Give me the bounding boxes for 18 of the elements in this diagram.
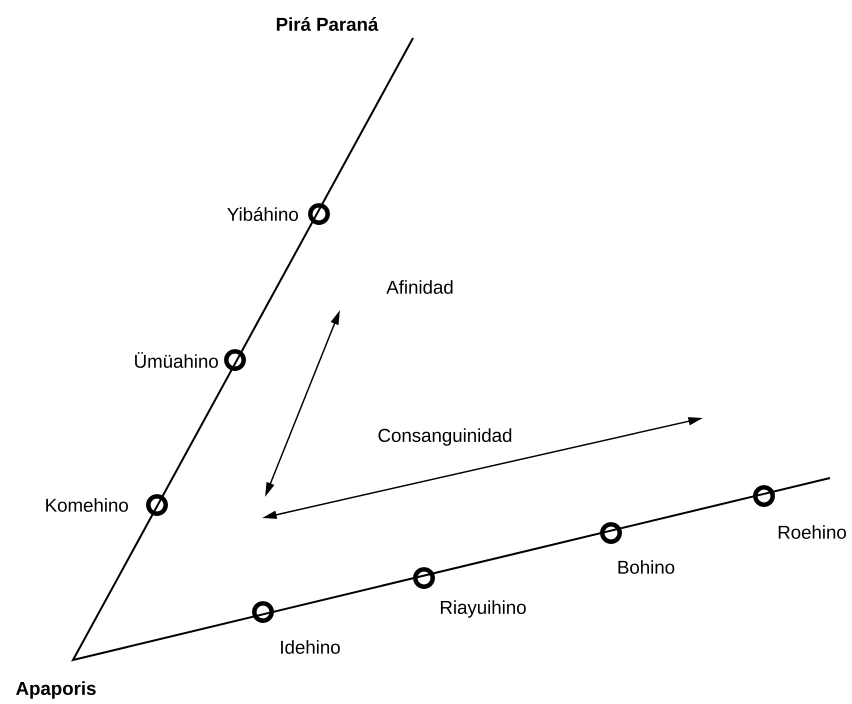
- village-circle: [308, 203, 330, 225]
- village-circle: [252, 601, 274, 623]
- village-name: Riayuihino: [440, 600, 526, 618]
- village-name: Roehino: [778, 525, 846, 539]
- village-name: Ümüahino: [135, 352, 218, 368]
- village-circle: [224, 349, 246, 371]
- village-circle: [146, 494, 168, 516]
- village-name: Bohino: [618, 560, 674, 574]
- arrow-label: Consanguinidad: [378, 428, 512, 446]
- river-name: Apaporis: [16, 681, 96, 699]
- arrow-label: Afinidad: [386, 280, 453, 294]
- village-circle: [413, 567, 435, 589]
- village-circle: [753, 485, 775, 507]
- village-name: Yibáhino: [227, 207, 298, 221]
- village-circle: [600, 522, 622, 544]
- village-name: Idehino: [281, 640, 340, 654]
- river-name: Pirá Paraná: [276, 17, 378, 31]
- village-name: Komehino: [46, 498, 128, 512]
